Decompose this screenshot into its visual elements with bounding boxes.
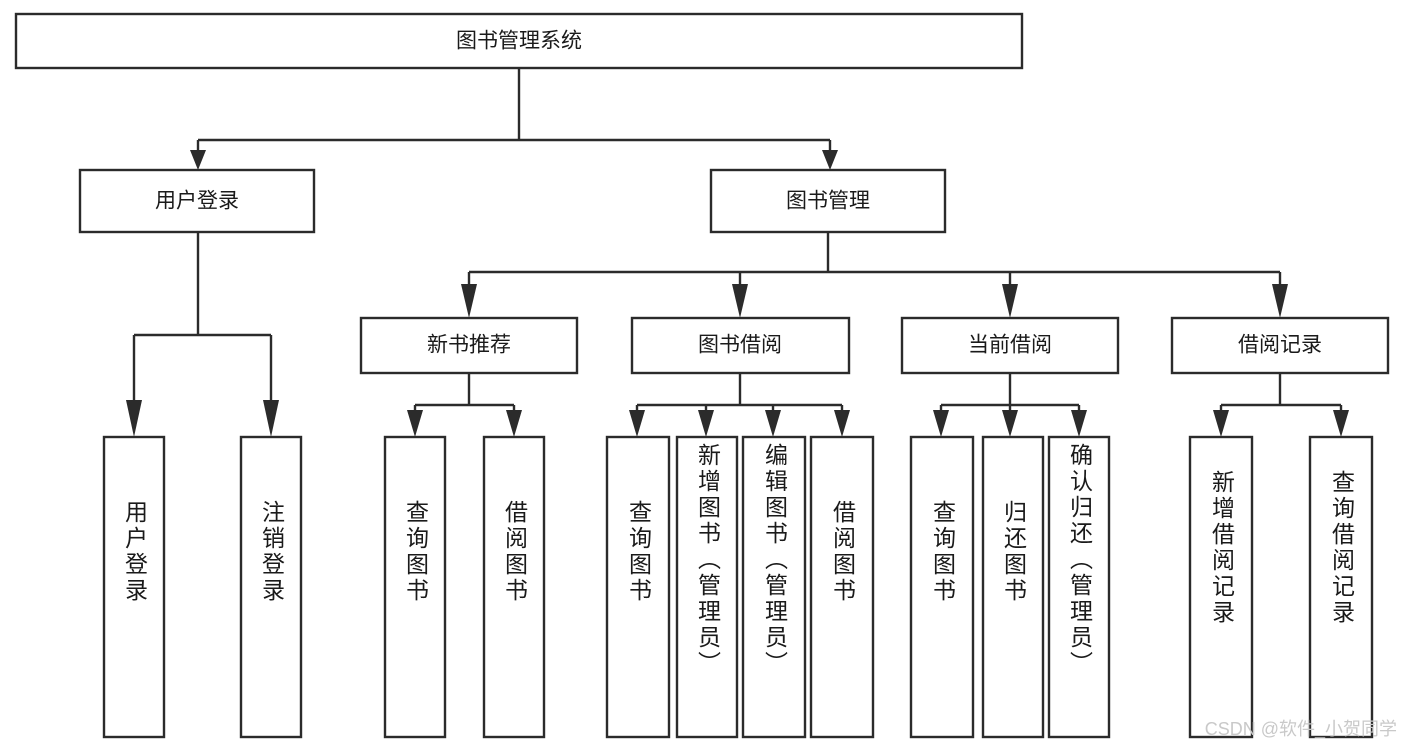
node-book-management-label: 图书管理 bbox=[786, 190, 870, 213]
node-book-borrow-label: 图书借阅 bbox=[698, 334, 782, 357]
leaf-box-return-book[interactable] bbox=[981, 435, 1045, 739]
leaf-layer bbox=[102, 435, 1374, 739]
arrow-head-icon bbox=[732, 284, 748, 318]
arrow-head-icon bbox=[834, 410, 850, 437]
node-new-book-recommend-box[interactable] bbox=[359, 316, 579, 375]
node-current-borrow-box[interactable] bbox=[900, 316, 1120, 375]
node-user-login-label: 用户登录 bbox=[155, 190, 239, 213]
arrow-head-icon bbox=[933, 410, 949, 437]
node-root-box[interactable] bbox=[14, 12, 1024, 70]
node-borrow-record-label: 借阅记录 bbox=[1238, 334, 1322, 357]
node-book-borrow-box[interactable] bbox=[630, 316, 851, 375]
node-user-login[interactable]: 用户登录 bbox=[78, 168, 316, 234]
arrow-head-icon bbox=[629, 410, 645, 437]
node-current-borrow-label: 当前借阅 bbox=[968, 334, 1052, 357]
arrow-head-icon bbox=[1333, 410, 1349, 437]
arrow-head-icon bbox=[263, 400, 279, 437]
arrow-head-icon bbox=[461, 284, 477, 318]
leaf-box-add-book-admin[interactable] bbox=[675, 435, 739, 739]
leaf-box-query-book-2[interactable] bbox=[605, 435, 671, 739]
arrow-head-icon bbox=[765, 410, 781, 437]
arrow-head-icon bbox=[698, 410, 714, 437]
node-book-management[interactable]: 图书管理 bbox=[709, 168, 947, 234]
arrow-head-icon bbox=[1071, 410, 1087, 437]
node-book-management-box[interactable] bbox=[709, 168, 947, 234]
node-borrow-record[interactable]: 借阅记录 bbox=[1170, 316, 1390, 375]
node-user-login-box[interactable] bbox=[78, 168, 316, 234]
arrow-head-icon bbox=[1002, 410, 1018, 437]
arrow-head-icon bbox=[822, 150, 838, 170]
csdn-watermark: CSDN @软件_小贺同学 bbox=[1204, 719, 1397, 739]
node-root-label: 图书管理系统 bbox=[456, 30, 582, 53]
connector-layer bbox=[126, 68, 1349, 437]
node-borrow-record-box[interactable] bbox=[1170, 316, 1390, 375]
leaf-box-query-book-1[interactable] bbox=[383, 435, 447, 739]
leaf-box-edit-book-admin[interactable] bbox=[741, 435, 807, 739]
leaf-box-borrow-book-2[interactable] bbox=[809, 435, 875, 739]
arrow-head-icon bbox=[407, 410, 423, 437]
leaf-box-confirm-return[interactable] bbox=[1047, 435, 1111, 739]
arrow-head-icon bbox=[1213, 410, 1229, 437]
leaf-box-borrow-book-1[interactable] bbox=[482, 435, 546, 739]
arrow-head-icon bbox=[126, 400, 142, 437]
node-root[interactable]: 图书管理系统 bbox=[14, 12, 1024, 70]
arrow-head-icon bbox=[1272, 284, 1288, 318]
arrow-head-icon bbox=[190, 150, 206, 170]
leaf-box-add-record[interactable] bbox=[1188, 435, 1254, 739]
arrow-head-icon bbox=[1002, 284, 1018, 318]
node-book-borrow[interactable]: 图书借阅 bbox=[630, 316, 851, 375]
leaf-box-query-book-3[interactable] bbox=[909, 435, 975, 739]
arrow-head-icon bbox=[506, 410, 522, 437]
node-new-book-recommend[interactable]: 新书推荐 bbox=[359, 316, 579, 375]
leaf-box-logout[interactable] bbox=[239, 435, 303, 739]
node-current-borrow[interactable]: 当前借阅 bbox=[900, 316, 1120, 375]
node-new-book-recommend-label: 新书推荐 bbox=[427, 334, 511, 357]
leaf-box-user-login[interactable] bbox=[102, 435, 166, 739]
leaf-box-query-record[interactable] bbox=[1308, 435, 1374, 739]
